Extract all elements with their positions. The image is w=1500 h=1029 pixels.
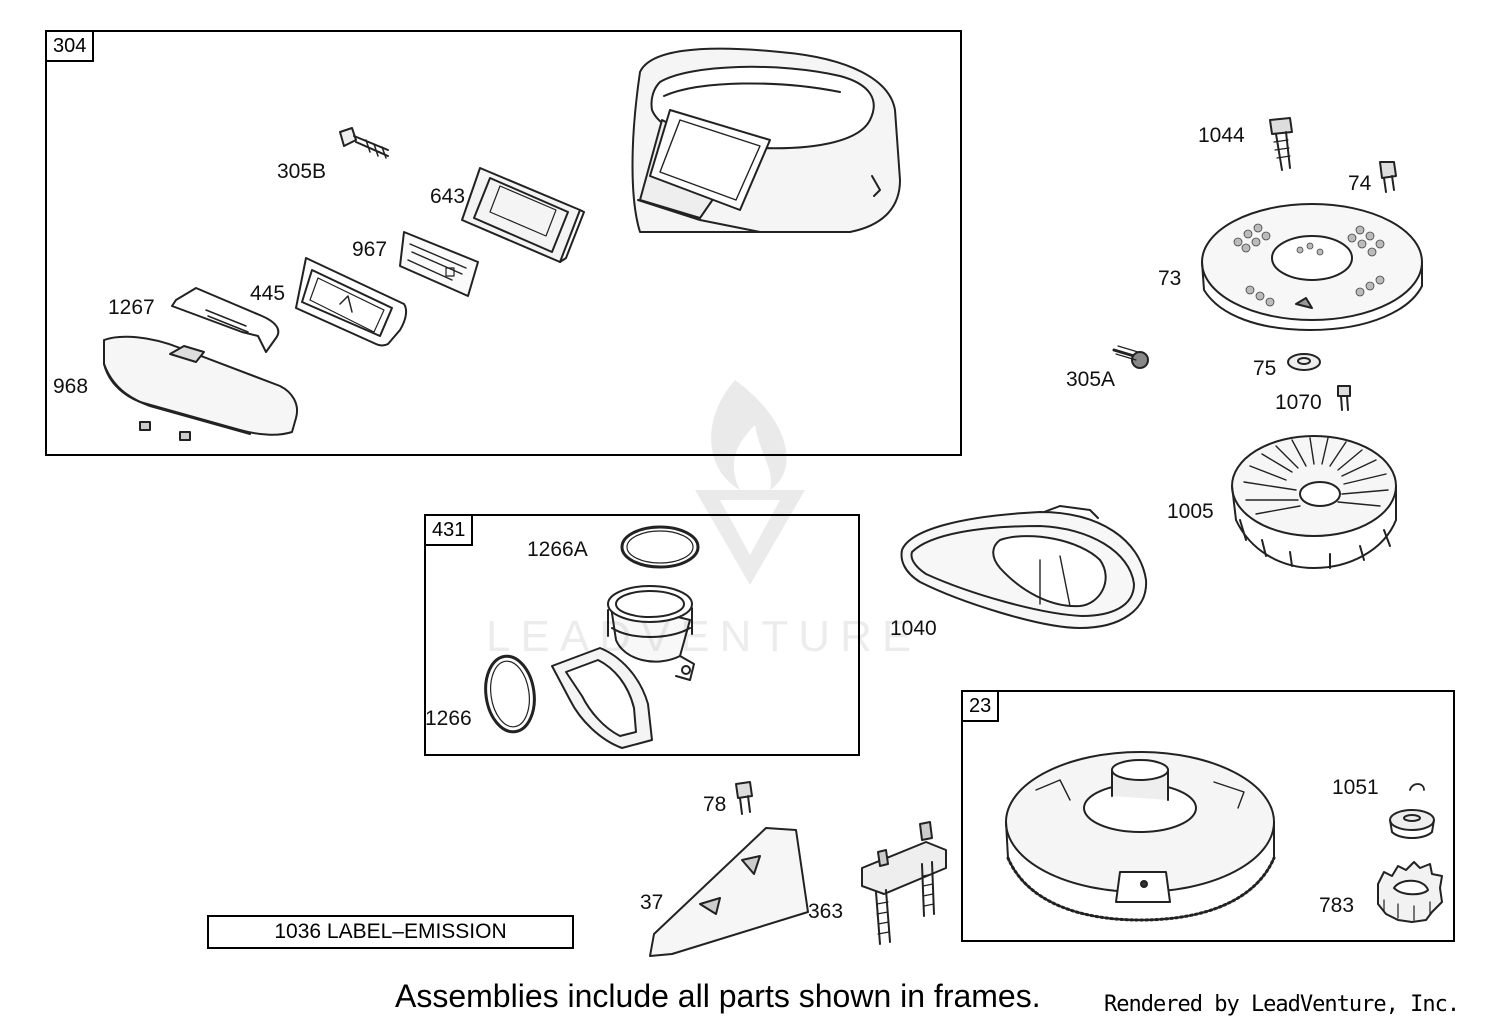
- fan-drawing: [1231, 435, 1397, 569]
- part-967-drawing: [399, 231, 479, 297]
- flywheel-drawing: [1005, 751, 1276, 922]
- callout-783[interactable]: 783: [1319, 894, 1355, 917]
- screw-305a-drawing: [1112, 345, 1149, 369]
- intake-elbow-drawing: [551, 585, 695, 749]
- part-73-drawing: [1201, 203, 1423, 331]
- frame-431: 431: [424, 514, 860, 756]
- part-643-drawing: [461, 167, 585, 263]
- leadventure-logo: [695, 380, 805, 585]
- callout-1266a[interactable]: 1266A: [527, 538, 588, 561]
- frame-tag: 304: [47, 32, 95, 62]
- callout-75[interactable]: 75: [1253, 357, 1277, 380]
- bolt-78-drawing: [735, 781, 753, 815]
- part-1267-drawing: [171, 287, 280, 353]
- frame-tag: 23: [963, 692, 1000, 722]
- bolt-1044-drawing: [1269, 117, 1293, 171]
- frame-tag: 431: [426, 516, 474, 546]
- watermark-text: LEADVENTURE: [486, 612, 922, 661]
- emission-label-box: 1036 LABEL–EMISSION: [207, 915, 574, 949]
- render-credit: Rendered by LeadVenture, Inc.: [1104, 992, 1460, 1017]
- part-1040-drawing: [900, 505, 1148, 629]
- callout-363[interactable]: 363: [808, 900, 844, 923]
- bolt-74-drawing: [1379, 161, 1397, 193]
- footer-note: Assemblies include all parts shown in fr…: [395, 978, 1041, 1014]
- callout-1005[interactable]: 1005: [1167, 500, 1214, 523]
- callout-1040[interactable]: 1040: [890, 617, 937, 640]
- o-ring-1266-drawing: [484, 654, 536, 734]
- frame-304: 304: [45, 30, 962, 456]
- gear-drawing: [1377, 861, 1443, 923]
- callout-1044[interactable]: 1044: [1198, 124, 1245, 147]
- callout-968[interactable]: 968: [53, 375, 89, 398]
- callout-73[interactable]: 73: [1158, 267, 1182, 290]
- frame-23: 23: [961, 690, 1455, 942]
- callout-37[interactable]: 37: [640, 891, 664, 914]
- callout-305a[interactable]: 305A: [1066, 368, 1116, 391]
- part-363-drawing: [861, 821, 947, 945]
- screw-305b-drawing: [339, 127, 389, 159]
- callout-643[interactable]: 643: [430, 185, 466, 208]
- blower-housing-drawing: [631, 47, 901, 233]
- part-1051-drawing: [1389, 783, 1435, 839]
- callout-967[interactable]: 967: [352, 238, 388, 261]
- part-968-drawing: [103, 335, 298, 441]
- callout-445[interactable]: 445: [250, 282, 286, 305]
- callout-1267[interactable]: 1267: [108, 296, 155, 319]
- callout-1266[interactable]: 1266: [425, 707, 472, 730]
- washer-75-drawing: [1287, 353, 1321, 371]
- part-37-drawing: [649, 827, 809, 957]
- o-ring-1266a-drawing: [620, 525, 700, 569]
- callout-305b[interactable]: 305B: [277, 160, 327, 183]
- callout-74[interactable]: 74: [1348, 172, 1372, 195]
- callout-1051[interactable]: 1051: [1332, 776, 1379, 799]
- bolt-1070-drawing: [1337, 385, 1351, 411]
- part-445-drawing: [295, 257, 408, 347]
- callout-78[interactable]: 78: [703, 793, 727, 816]
- callout-1070[interactable]: 1070: [1275, 391, 1322, 414]
